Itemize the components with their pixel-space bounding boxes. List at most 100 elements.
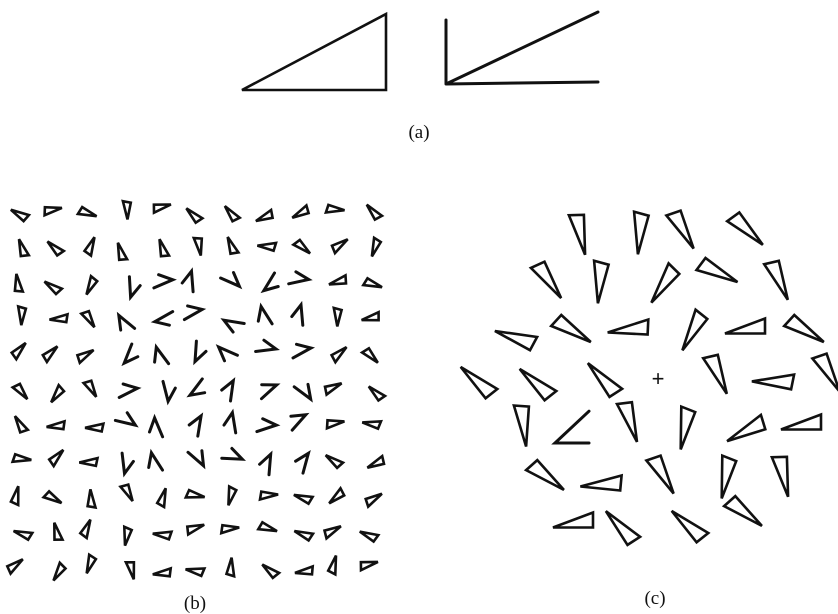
texture-triangle xyxy=(10,208,32,223)
texture-triangle xyxy=(75,205,98,218)
texture-triangle xyxy=(43,205,63,218)
texture-open-angle xyxy=(147,448,164,472)
texture-triangle xyxy=(78,309,96,329)
texture-triangle xyxy=(367,385,388,403)
texture-triangle xyxy=(13,273,25,293)
texture-open-angle xyxy=(121,342,140,367)
ring-triangle xyxy=(604,510,643,547)
texture-triangle xyxy=(328,273,348,286)
texture-open-angle xyxy=(289,412,310,432)
texture-triangle xyxy=(323,382,343,397)
panel-c xyxy=(459,208,838,547)
texture-triangle xyxy=(85,552,98,575)
texture-open-angle xyxy=(180,267,195,294)
texture-triangle xyxy=(261,563,282,580)
panel-b xyxy=(5,199,388,582)
texture-open-angle xyxy=(153,343,171,366)
texture-triangle xyxy=(17,238,31,258)
ring-triangle xyxy=(614,400,639,443)
texture-triangle xyxy=(183,488,206,499)
texture-triangle xyxy=(223,205,243,224)
texture-open-angle xyxy=(186,377,207,398)
texture-triangle xyxy=(152,566,173,578)
texture-open-angle xyxy=(292,382,313,403)
texture-triangle xyxy=(255,207,275,223)
texture-open-angle xyxy=(120,451,135,478)
texture-triangle xyxy=(294,564,315,576)
ring-triangle xyxy=(769,455,790,498)
texture-triangle xyxy=(257,241,278,253)
texture-triangle xyxy=(158,238,172,258)
texture-triangle xyxy=(81,379,98,398)
texture-open-angle xyxy=(182,304,207,322)
texture-triangle xyxy=(46,419,67,431)
ring-triangle xyxy=(607,317,650,336)
texture-triangle xyxy=(50,382,66,404)
texture-triangle xyxy=(10,382,29,401)
caption-b: (b) xyxy=(184,593,206,614)
texture-open-angle xyxy=(148,413,165,439)
texture-triangle xyxy=(13,415,31,434)
texture-open-angle xyxy=(117,382,142,399)
panel-a: (a) xyxy=(241,10,600,143)
texture-triangle xyxy=(291,203,311,219)
ring-triangle xyxy=(459,365,500,401)
texture-triangle xyxy=(9,485,20,508)
texture-triangle xyxy=(258,490,279,502)
texture-open-angle xyxy=(152,273,177,290)
texture-triangle xyxy=(359,530,381,544)
ring-triangle xyxy=(810,351,838,392)
texture-triangle xyxy=(185,523,205,537)
texture-open-angle xyxy=(220,318,246,334)
texture-triangle xyxy=(290,238,312,255)
texture-triangle xyxy=(75,348,95,366)
texture-triangle xyxy=(361,276,383,289)
closed-triangle xyxy=(241,11,388,92)
texture-triangle xyxy=(325,418,345,431)
caption-a: (a) xyxy=(408,122,429,143)
ring-triangle xyxy=(664,208,695,250)
texture-triangle xyxy=(359,560,379,573)
texture-open-angle xyxy=(150,310,175,327)
texture-triangle xyxy=(364,492,383,509)
texture-triangle xyxy=(9,341,27,362)
texture-open-angle xyxy=(287,270,313,286)
ring-triangle xyxy=(724,316,767,335)
texture-triangle xyxy=(82,236,96,258)
texture-open-angle xyxy=(113,411,139,428)
ring-triangle xyxy=(650,261,682,304)
texture-triangle xyxy=(219,523,240,535)
ring-triangle xyxy=(751,373,796,391)
texture-triangle xyxy=(191,236,204,256)
texture-triangle xyxy=(41,345,59,365)
texture-triangle xyxy=(152,530,174,541)
fixation-cross: + xyxy=(652,366,665,391)
ring-triangle xyxy=(694,256,739,284)
ring-triangle xyxy=(586,362,625,399)
texture-triangle xyxy=(47,448,65,469)
texture-triangle xyxy=(86,489,98,510)
ring-triangle xyxy=(494,329,540,352)
texture-triangle xyxy=(370,235,383,258)
ring-triangle xyxy=(644,453,675,495)
ring-triangle xyxy=(679,404,697,450)
ring-triangle xyxy=(781,313,825,344)
texture-triangle xyxy=(224,557,236,579)
texture-triangle xyxy=(332,306,344,327)
texture-triangle xyxy=(122,524,134,547)
texture-triangle xyxy=(85,273,100,296)
texture-open-angle xyxy=(127,275,142,302)
texture-triangle xyxy=(78,518,92,541)
ring-triangle xyxy=(528,259,563,300)
texture-triangle xyxy=(330,238,349,256)
ring-triangle xyxy=(721,494,763,528)
texture-triangle xyxy=(53,522,65,542)
texture-open-angle xyxy=(254,338,280,353)
texture-open-angle xyxy=(294,450,311,475)
texture-open-angle xyxy=(290,300,305,327)
texture-triangle xyxy=(16,304,28,326)
caption-c: (c) xyxy=(644,588,665,609)
texture-triangle xyxy=(324,203,345,215)
ring-triangle xyxy=(580,473,624,492)
ring-triangle xyxy=(592,258,611,304)
